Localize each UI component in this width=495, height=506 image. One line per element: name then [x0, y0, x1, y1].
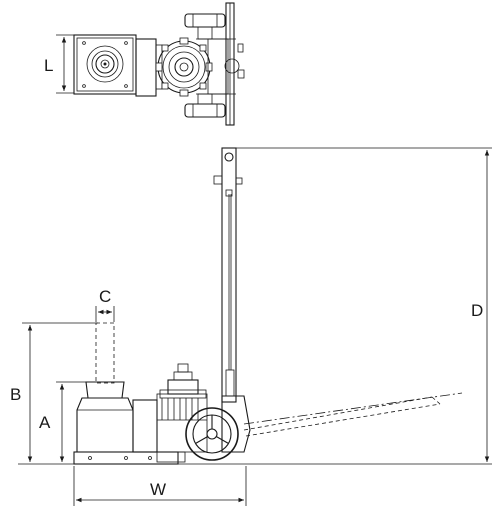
handle-lowered-outline: [245, 403, 441, 437]
handle-valve: [225, 369, 235, 397]
top-handle-hub: [224, 58, 240, 74]
dim-label-d: D: [471, 301, 483, 320]
top-pump-ring: [162, 45, 206, 89]
top-wheel-upper: [184, 13, 226, 28]
pump-cap: [177, 363, 189, 373]
wheel-hub: [206, 428, 218, 440]
top-bolt: [124, 84, 128, 88]
dim-label-c: C: [99, 287, 111, 306]
top-ram-inner: [95, 54, 115, 74]
top-ram-dot: [103, 62, 107, 66]
top-view: L: [44, 2, 245, 126]
handle-bracket: [221, 395, 251, 453]
dim-label-w: W: [150, 480, 166, 499]
pump-housing: [156, 393, 208, 453]
top-pump-mid: [168, 51, 200, 83]
cylinder-body: [76, 397, 134, 453]
side-view: D B A C W: [10, 147, 492, 506]
handle-top-eye: [224, 152, 234, 162]
dim-label-a: A: [39, 413, 51, 432]
top-ram-mid: [91, 50, 119, 78]
ram-extended-dashed: [95, 322, 115, 384]
top-ram-outer: [86, 45, 124, 83]
dim-label-l: L: [44, 56, 53, 75]
top-pump-inner: [174, 57, 194, 77]
top-mid-block: [135, 38, 157, 97]
dim-label-b: B: [10, 385, 21, 404]
wheel-tire: [185, 407, 239, 461]
top-ram-center: [100, 59, 110, 69]
wheel-spokes: [195, 415, 229, 444]
ram-collar: [85, 381, 125, 399]
top-bolt: [82, 41, 86, 45]
handle-lowered-outline: [243, 396, 433, 431]
handle-upright: [221, 147, 237, 403]
handle-clip: [213, 175, 223, 185]
top-bolt: [82, 84, 86, 88]
top-pump-center: [179, 62, 189, 72]
pump-head: [167, 379, 199, 395]
top-bolt: [124, 41, 128, 45]
base-plate: [73, 451, 179, 465]
top-pump-teeth: [155, 37, 213, 97]
pump-block: [132, 399, 158, 453]
top-wheel-lower: [184, 103, 226, 118]
top-base-inner: [76, 37, 134, 92]
handle-lowered-line: [243, 392, 463, 425]
